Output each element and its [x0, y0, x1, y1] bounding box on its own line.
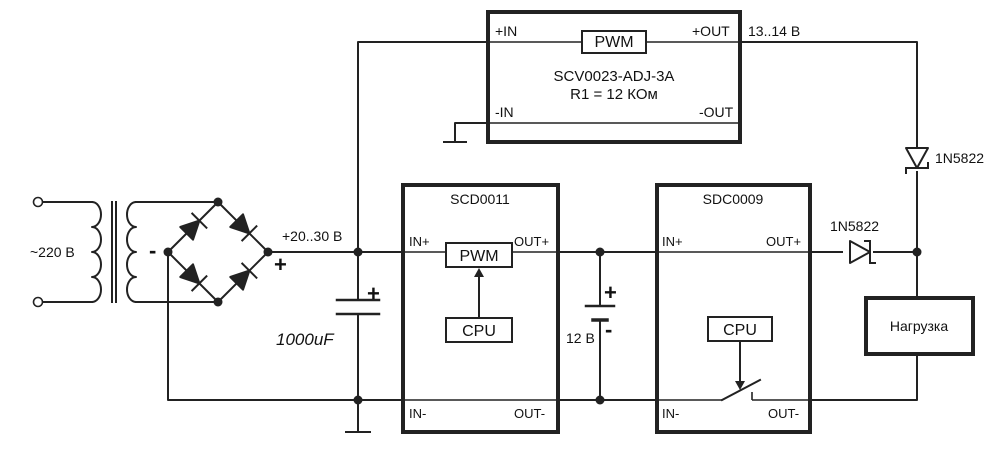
- scv-model-label: SCV0023-ADJ-3A: [554, 68, 675, 85]
- schottky-diode-mid: [849, 240, 876, 264]
- scv-pwm-label: PWM: [594, 34, 633, 51]
- sdc-in-minus-label: IN-: [662, 406, 679, 421]
- sdc-out-minus-label: OUT-: [768, 406, 799, 421]
- capacitor: [335, 298, 381, 316]
- diode-mid-label: 1N5822: [830, 218, 879, 234]
- scd-in-plus-label: IN+: [409, 234, 430, 249]
- scv-output-voltage-label: 13..14 В: [748, 23, 800, 39]
- wires: [167, 41, 918, 433]
- transformer: [32, 196, 219, 308]
- rectifier-plus-sign: +: [274, 252, 287, 277]
- scv-out-plus-label: +OUT: [692, 23, 730, 39]
- battery: [584, 304, 616, 322]
- battery-plus-sign: +: [604, 280, 617, 305]
- mains-terminal-bottom: [32, 296, 44, 308]
- rectifier-minus-sign: -: [149, 238, 156, 263]
- sdc-cpu-block: [707, 316, 773, 342]
- scv-pwm-block: [581, 30, 647, 54]
- capacitor-plus-sign: +: [367, 281, 380, 306]
- battery-voltage-label: 12 В: [566, 330, 595, 346]
- scv-in-plus-label: +IN: [495, 23, 517, 39]
- scv-in-minus-label: -IN: [495, 104, 514, 120]
- dc-voltage-label: +20..30 В: [282, 228, 342, 244]
- scd-in-minus-label: IN-: [409, 406, 426, 421]
- sdc-module: [655, 183, 812, 434]
- load-box: [864, 296, 975, 356]
- scd-pwm-block: [445, 242, 513, 268]
- scv-resistor-label: R1 = 12 КОм: [570, 86, 658, 103]
- secondary-winding: [126, 200, 138, 304]
- scd-out-plus-label: OUT+: [514, 234, 549, 249]
- battery-minus-sign: -: [605, 317, 612, 342]
- sdc-cpu-label: CPU: [723, 322, 757, 339]
- load-label: Нагрузка: [890, 318, 948, 334]
- schottky-diode-top: [905, 147, 929, 174]
- capacitor-value-label: 1000uF: [276, 330, 335, 349]
- mains-terminal-top: [32, 196, 44, 208]
- mains-voltage-label: ~220 В: [30, 244, 75, 260]
- sdc-switch: [720, 378, 762, 402]
- scd-cpu-label: CPU: [462, 323, 496, 340]
- scd-out-minus-label: OUT-: [514, 406, 545, 421]
- scv-module: [486, 10, 742, 144]
- diode-top-label: 1N5822: [935, 150, 984, 166]
- sdc-in-plus-label: IN+: [662, 234, 683, 249]
- sdc-title: SDC0009: [703, 191, 764, 207]
- scd-title: SCD0011: [450, 191, 510, 207]
- transformer-core: [111, 201, 117, 303]
- scd-module: [401, 183, 560, 434]
- scd-cpu-block: [445, 317, 513, 343]
- scd-pwm-label: PWM: [459, 248, 498, 265]
- sdc-out-plus-label: OUT+: [766, 234, 801, 249]
- scv-out-minus-label: -OUT: [699, 104, 734, 120]
- bridge-rectifier: [163, 197, 273, 307]
- primary-winding: [90, 200, 102, 304]
